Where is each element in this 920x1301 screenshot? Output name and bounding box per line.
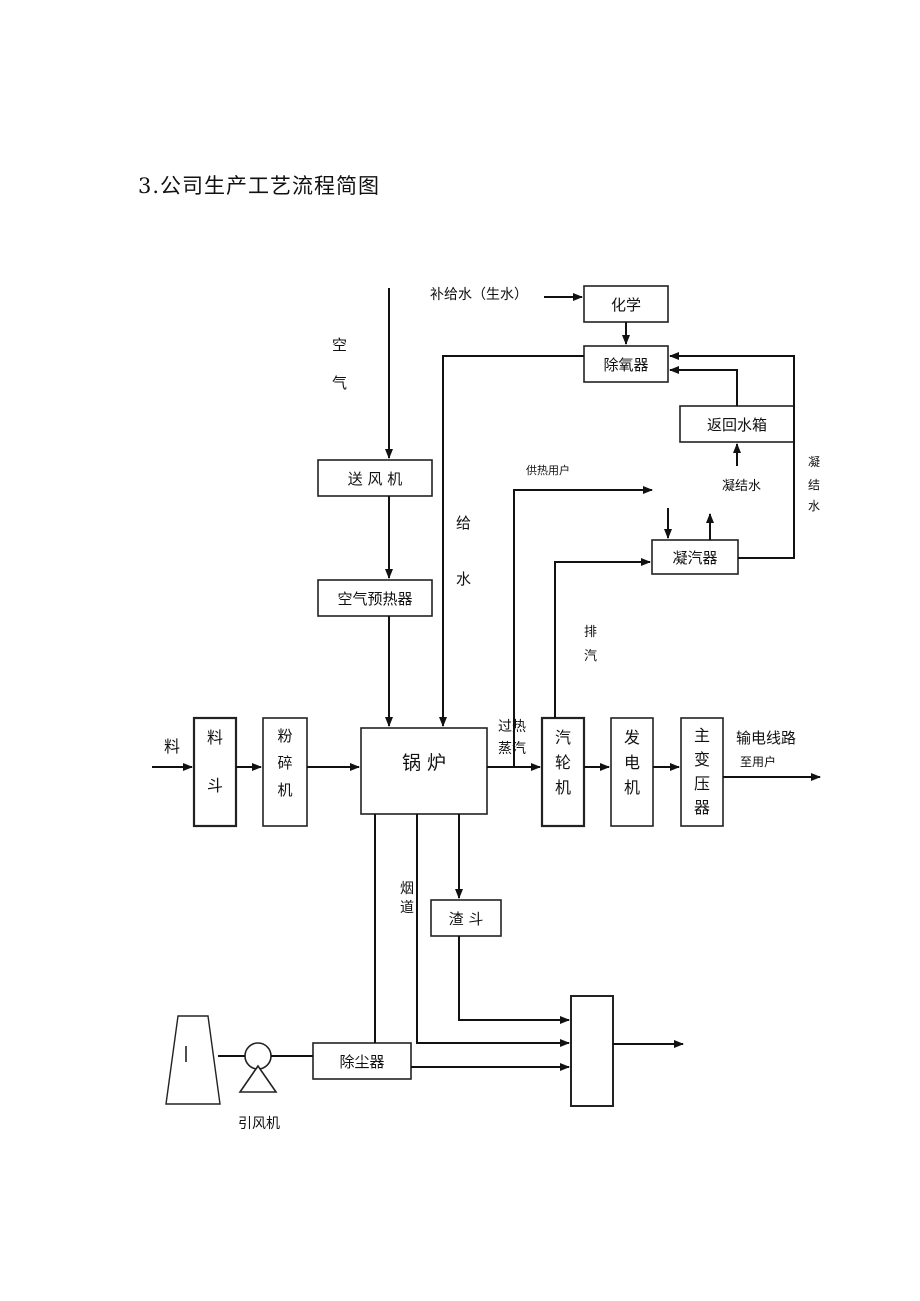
deaerator-label: 除氧器 [603,356,648,374]
induced-fan-label: 引风机 [238,1116,280,1132]
transmission-label: 输电线路 [736,729,796,747]
transformer-char-4: 器 [694,798,710,817]
generator-char-2: 电 [624,753,640,772]
chemistry-label: 化学 [611,296,641,314]
turbine-char-2: 轮 [555,753,571,772]
superheated-steam-line-1: 过热 [498,719,526,735]
condensate-side-char-3: 水 [808,499,820,513]
crusher-box: 粉 碎 机 [262,717,308,827]
crusher-char-3: 机 [277,781,292,799]
boiler-box: 锅 炉 [360,727,488,815]
air-preheater-label: 空气预热器 [337,590,412,608]
hopper-char-1: 料 [207,728,223,747]
condenser-box: 凝汽器 [651,539,739,575]
condensate-side-char-1: 凝 [808,454,820,469]
dust-collector-box: 除尘器 [312,1042,412,1080]
superheated-steam-line-2: 蒸汽 [498,741,526,757]
crusher-char-1: 粉 [277,727,292,745]
generator-char-1: 发 [624,728,640,747]
return-tank-label: 返回水箱 [707,416,767,434]
condenser-label: 凝汽器 [672,549,717,567]
makeup-water-label: 补给水（生水） [430,287,528,303]
dust-collector-label: 除尘器 [339,1053,384,1071]
flue-char-2: 道 [400,900,414,916]
condensate-label: 凝结水 [722,478,761,494]
slag-hopper-box: 渣 斗 [430,899,502,937]
blower-box: 送 风 机 [317,459,433,497]
transformer-char-2: 变 [694,750,710,769]
exhaust-char-1: 排 [584,625,597,640]
feed-water-char-2: 水 [456,570,471,588]
chimney-shape [165,1015,221,1105]
feed-water-char-1: 给 [456,514,471,532]
return-tank-box: 返回水箱 [679,405,795,443]
turbine-char-1: 汽 [555,728,571,747]
transformer-char-1: 主 [694,726,710,745]
induced-fan-icon [238,1042,278,1093]
air-char-2: 气 [332,374,347,392]
flue-char-1: 烟 [400,881,414,897]
transformer-box: 主 变 压 器 [680,717,724,827]
boiler-label: 锅 炉 [402,752,446,774]
air-preheater-box: 空气预热器 [317,579,433,617]
transformer-char-3: 压 [694,774,710,793]
generator-char-3: 机 [624,778,640,797]
heat-supply-label: 供热用户 [526,463,570,477]
air-char-1: 空 [332,336,347,354]
deaerator-box: 除氧器 [583,345,669,383]
flow-lines [152,288,821,1071]
slag-hopper-label: 渣 斗 [449,910,484,928]
hopper-box: 料 斗 [192,716,238,828]
hopper-char-2: 斗 [207,776,223,795]
turbine-box: 汽 轮 机 [540,716,586,828]
condensate-side-char-2: 结 [808,478,820,492]
blower-label: 送 风 机 [348,470,403,488]
fuel-label: 料 [164,737,180,756]
ash-silo-box [570,995,614,1107]
exhaust-char-2: 汽 [584,649,597,664]
to-user-label: 至用户 [740,754,776,769]
page-heading: 3.公司生产工艺流程简图 [138,174,381,198]
turbine-char-3: 机 [555,778,571,797]
generator-box: 发 电 机 [610,717,654,827]
chemistry-box: 化学 [583,285,669,323]
crusher-char-2: 碎 [277,754,292,772]
